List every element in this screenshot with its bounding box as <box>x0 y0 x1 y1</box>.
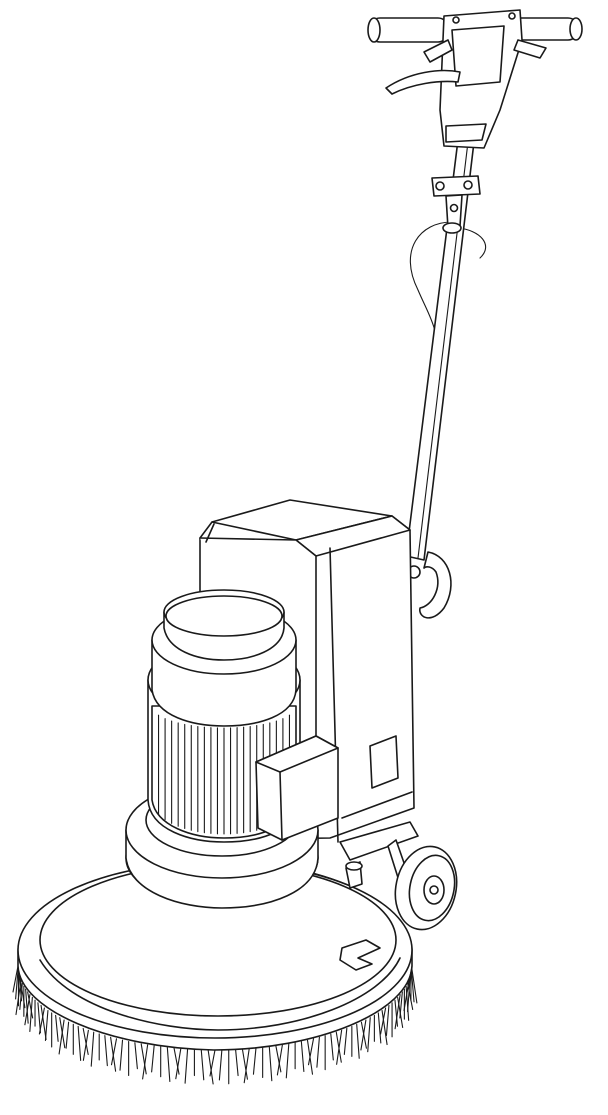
bristle <box>399 991 403 1019</box>
label-panel <box>369 735 399 789</box>
bristle <box>218 1049 223 1081</box>
bristle <box>44 1009 49 1042</box>
bristle <box>394 994 401 1030</box>
safety-lever <box>423 39 453 63</box>
bristle <box>173 1047 180 1075</box>
bristle <box>65 1021 70 1049</box>
bristle <box>19 982 23 1011</box>
bristle <box>411 968 418 1004</box>
bristle <box>252 1047 257 1075</box>
bristle <box>12 965 19 993</box>
bristle <box>166 1046 171 1083</box>
bristle <box>275 1045 282 1073</box>
bristle <box>356 1023 360 1059</box>
brush-deck <box>17 859 413 1051</box>
bristle <box>407 982 414 1011</box>
bristle <box>200 1049 205 1081</box>
bristle <box>285 1043 290 1079</box>
bristle <box>184 1048 189 1084</box>
bristle <box>307 1038 315 1066</box>
bristle <box>58 1019 65 1055</box>
deck-latch <box>339 939 381 971</box>
bristle <box>406 965 413 993</box>
bristle <box>15 980 22 1016</box>
bristle <box>104 1035 108 1067</box>
bristle <box>15 968 19 1000</box>
bristle <box>82 1027 89 1055</box>
bristle <box>134 1042 138 1070</box>
bristle <box>209 1049 216 1077</box>
bristle <box>77 1025 82 1061</box>
transport-wheel <box>339 821 458 931</box>
bristle <box>142 1044 149 1080</box>
bristle <box>151 1045 155 1073</box>
water-inlet <box>345 861 363 889</box>
bristle <box>82 1029 89 1061</box>
bristle <box>24 994 31 1026</box>
bristle <box>380 1007 387 1035</box>
bristle <box>175 1048 182 1080</box>
bristle <box>29 996 33 1033</box>
left-grip-bar <box>369 17 449 43</box>
bristle <box>25 988 29 1024</box>
cable-hook <box>419 551 452 619</box>
bristle <box>90 1031 95 1067</box>
bristle <box>38 1007 45 1035</box>
bristle <box>27 991 34 1019</box>
bristle <box>381 1009 388 1046</box>
bristle <box>385 1004 390 1036</box>
bristle <box>110 1038 118 1066</box>
bristle <box>241 1048 248 1080</box>
handle-grip <box>367 9 583 149</box>
trigger-lever <box>385 69 461 95</box>
bristle <box>360 1019 367 1051</box>
bristle <box>55 1014 59 1042</box>
bristle <box>377 1012 382 1044</box>
bristle <box>268 1046 273 1082</box>
bristle <box>207 1049 214 1085</box>
bristle <box>40 1004 47 1040</box>
brush-bristles <box>12 965 418 1085</box>
bristle <box>407 977 411 1013</box>
bristle <box>300 1040 305 1073</box>
cable-clamp <box>431 175 481 234</box>
bristle <box>343 1027 348 1055</box>
bristle <box>235 1048 239 1077</box>
bristle <box>367 1017 371 1053</box>
bristle <box>119 1039 124 1071</box>
bristle <box>140 1043 147 1075</box>
bristle <box>410 971 415 1003</box>
handle-pole <box>405 139 475 561</box>
bristle <box>394 999 399 1027</box>
bristle <box>330 1033 334 1061</box>
bristle <box>243 1048 250 1084</box>
bristle <box>336 1029 343 1065</box>
bristle <box>276 1044 283 1076</box>
bristle <box>316 1036 320 1068</box>
terminal-box <box>255 735 339 841</box>
